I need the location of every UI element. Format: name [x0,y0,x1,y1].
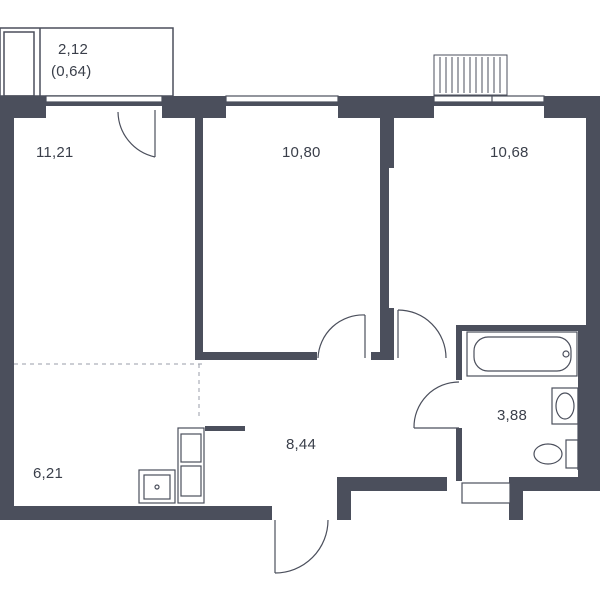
balcony-reduced-area-label: (0,64) [51,63,92,80]
bathroom-area-label: 3,88 [497,407,527,424]
bedroom-right-area-label: 10,68 [490,144,529,161]
kitchen-fixtures [138,427,205,504]
balcony-area-label: 2,12 [58,41,88,58]
doors [117,110,460,574]
windows [45,95,545,504]
bathroom-fixtures [466,331,579,470]
bedroom-middle-area-label: 10,80 [282,144,321,161]
ac-unit [433,54,508,96]
hallway-area-label: 8,44 [286,436,316,453]
kitchen-living-area-label: 11,21 [36,144,74,161]
zone-divider [14,363,203,420]
dining-zone-area-label: 6,21 [33,465,63,482]
walls [0,96,600,520]
